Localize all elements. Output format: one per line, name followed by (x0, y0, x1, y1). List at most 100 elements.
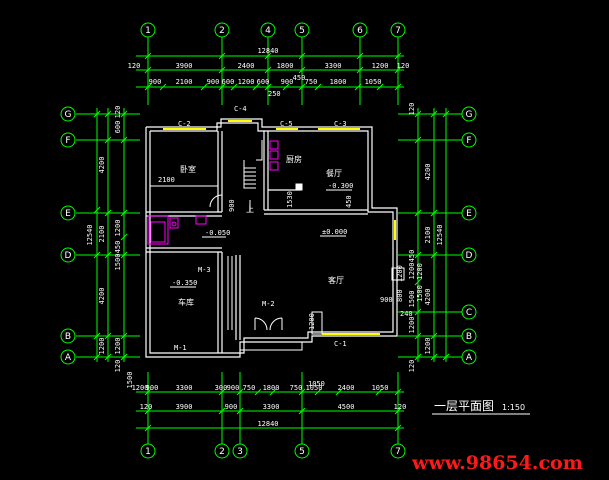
dimension: 120 (114, 106, 122, 119)
room-dining: 餐厅 (326, 169, 342, 178)
dimension: 1200 (132, 384, 149, 392)
stair-up-label: 上 (246, 205, 254, 214)
window-tag-c4: C-4 (234, 105, 247, 113)
dimension: 800 (396, 289, 404, 302)
dimension: 1200 (372, 62, 389, 70)
axis-grid (76, 37, 462, 444)
axis-bubbles-top: 1 2 4 5 6 7 (140, 22, 406, 38)
axis-label: 7 (395, 26, 401, 36)
dimension: 1200 (416, 263, 424, 280)
doors (155, 194, 283, 354)
room-garage: 车库 (178, 297, 194, 307)
dimension: 1050 (306, 384, 323, 392)
axis-label: C (466, 308, 472, 318)
axis-label: 5 (299, 447, 305, 457)
dimension: 1200 (396, 265, 404, 282)
level-living: ±0.000 (322, 228, 347, 236)
dimension: 750 (305, 78, 318, 86)
dimension: 3300 (263, 403, 280, 411)
axis-label: 3 (237, 447, 243, 457)
axis-label: E (65, 209, 71, 219)
dimension: 120 (408, 360, 416, 373)
level-dining: -0.300 (328, 182, 353, 190)
dimension: 2100 (158, 176, 175, 184)
dimension: 1200 (98, 338, 106, 355)
dimension: 1050 (365, 78, 382, 86)
level-garage: -0.350 (172, 279, 197, 287)
opening-tags: C-2 C-4 C-5 C-3 C-1 M-3 M-2 M-1 (174, 105, 347, 352)
axis-label: D (65, 251, 72, 261)
dimension-total: 12540 (436, 224, 444, 245)
dimension: 450 (293, 74, 306, 82)
room-living: 客厅 (328, 275, 344, 285)
dimension: 600 (257, 78, 270, 86)
watermark-text: www.98654.com (411, 452, 583, 474)
dimension: 900 (207, 78, 220, 86)
axis-label: B (466, 332, 472, 342)
dimension: 120 (128, 62, 141, 70)
dimension: 4200 (424, 289, 432, 306)
dimension-total: 12840 (257, 420, 278, 428)
axis-label: D (466, 251, 473, 261)
axis-label: 1 (145, 26, 151, 36)
dimension: 1800 (263, 384, 280, 392)
dimension: 1200 (238, 78, 255, 86)
dimension: 1500 (416, 285, 424, 302)
axis-label: 2 (219, 447, 225, 457)
axis-label: G (466, 110, 473, 120)
dimension: 3300 (176, 384, 193, 392)
room-kitchen: 厨房 (286, 154, 302, 164)
fixtures (147, 140, 405, 281)
dimension: 1200 (408, 317, 416, 334)
dimension: 1500 (408, 291, 416, 308)
dimension: 1050 (372, 384, 389, 392)
axis-label: 2 (219, 26, 225, 36)
dimensions-left: 12540 4200 2100 4200 1200 120 600 1200 4… (86, 106, 122, 373)
axis-bubbles-right: G F E D C B A (461, 106, 477, 365)
dimension: 900 (227, 384, 240, 392)
window-tag-c3: C-3 (334, 120, 347, 128)
dimensions-bottom: 1200 900 3300 300 900 750 1800 750 1050 … (126, 372, 406, 428)
drawing-title: 一层平面图 1:150 (432, 399, 530, 415)
dimension: 1050 (308, 380, 325, 388)
door-tag-m2: M-2 (262, 300, 275, 308)
dimension: 3900 (176, 403, 193, 411)
axis-label: B (65, 332, 71, 342)
staircase: 上 (243, 140, 263, 214)
room-bedroom: 卧室 (180, 164, 196, 174)
dimension: 4200 (98, 288, 106, 305)
dimension: 900 (228, 199, 236, 212)
dimension: 750 (290, 384, 303, 392)
dimension: 1530 (286, 191, 294, 208)
dimension: 2100 (424, 227, 432, 244)
dimension: 4200 (424, 164, 432, 181)
axis-bubbles-left: G F E D B A (60, 106, 76, 365)
axis-bubbles-bottom: 1 2 3 5 7 (140, 443, 406, 459)
axis-label: F (466, 136, 471, 146)
dimension: 120 (140, 403, 153, 411)
dimension: 120 (394, 403, 407, 411)
dimension: 900 (146, 384, 159, 392)
dimension: 900 (281, 78, 294, 86)
door-tag-m3: M-3 (198, 266, 211, 274)
dimension: 1500 (126, 372, 134, 389)
interior-dimensions: 2100 1530 900 450 1200 1050 800 1500 120… (150, 90, 424, 388)
dimension: 1200 (114, 338, 122, 355)
window-tag-c5: C-5 (280, 120, 293, 128)
axis-label: 7 (395, 447, 401, 457)
dimension: 2400 (338, 384, 355, 392)
dimension: 4500 (338, 403, 355, 411)
dimension: 1200 (114, 220, 122, 237)
axis-label: E (466, 209, 472, 219)
dimensions-top: 12840 120 3900 2400 1800 3300 1200 120 9… (128, 47, 410, 86)
dimension: 2100 (176, 78, 193, 86)
axis-label: G (65, 110, 72, 120)
dimension: 2100 (98, 226, 106, 243)
dimension: 450 (408, 250, 416, 263)
dimension: 4200 (98, 157, 106, 174)
dimension: 2400 (238, 62, 255, 70)
title-scale: 1:150 (502, 403, 525, 412)
dimension: 1800 (330, 78, 347, 86)
window-tag-c2: C-2 (178, 120, 191, 128)
